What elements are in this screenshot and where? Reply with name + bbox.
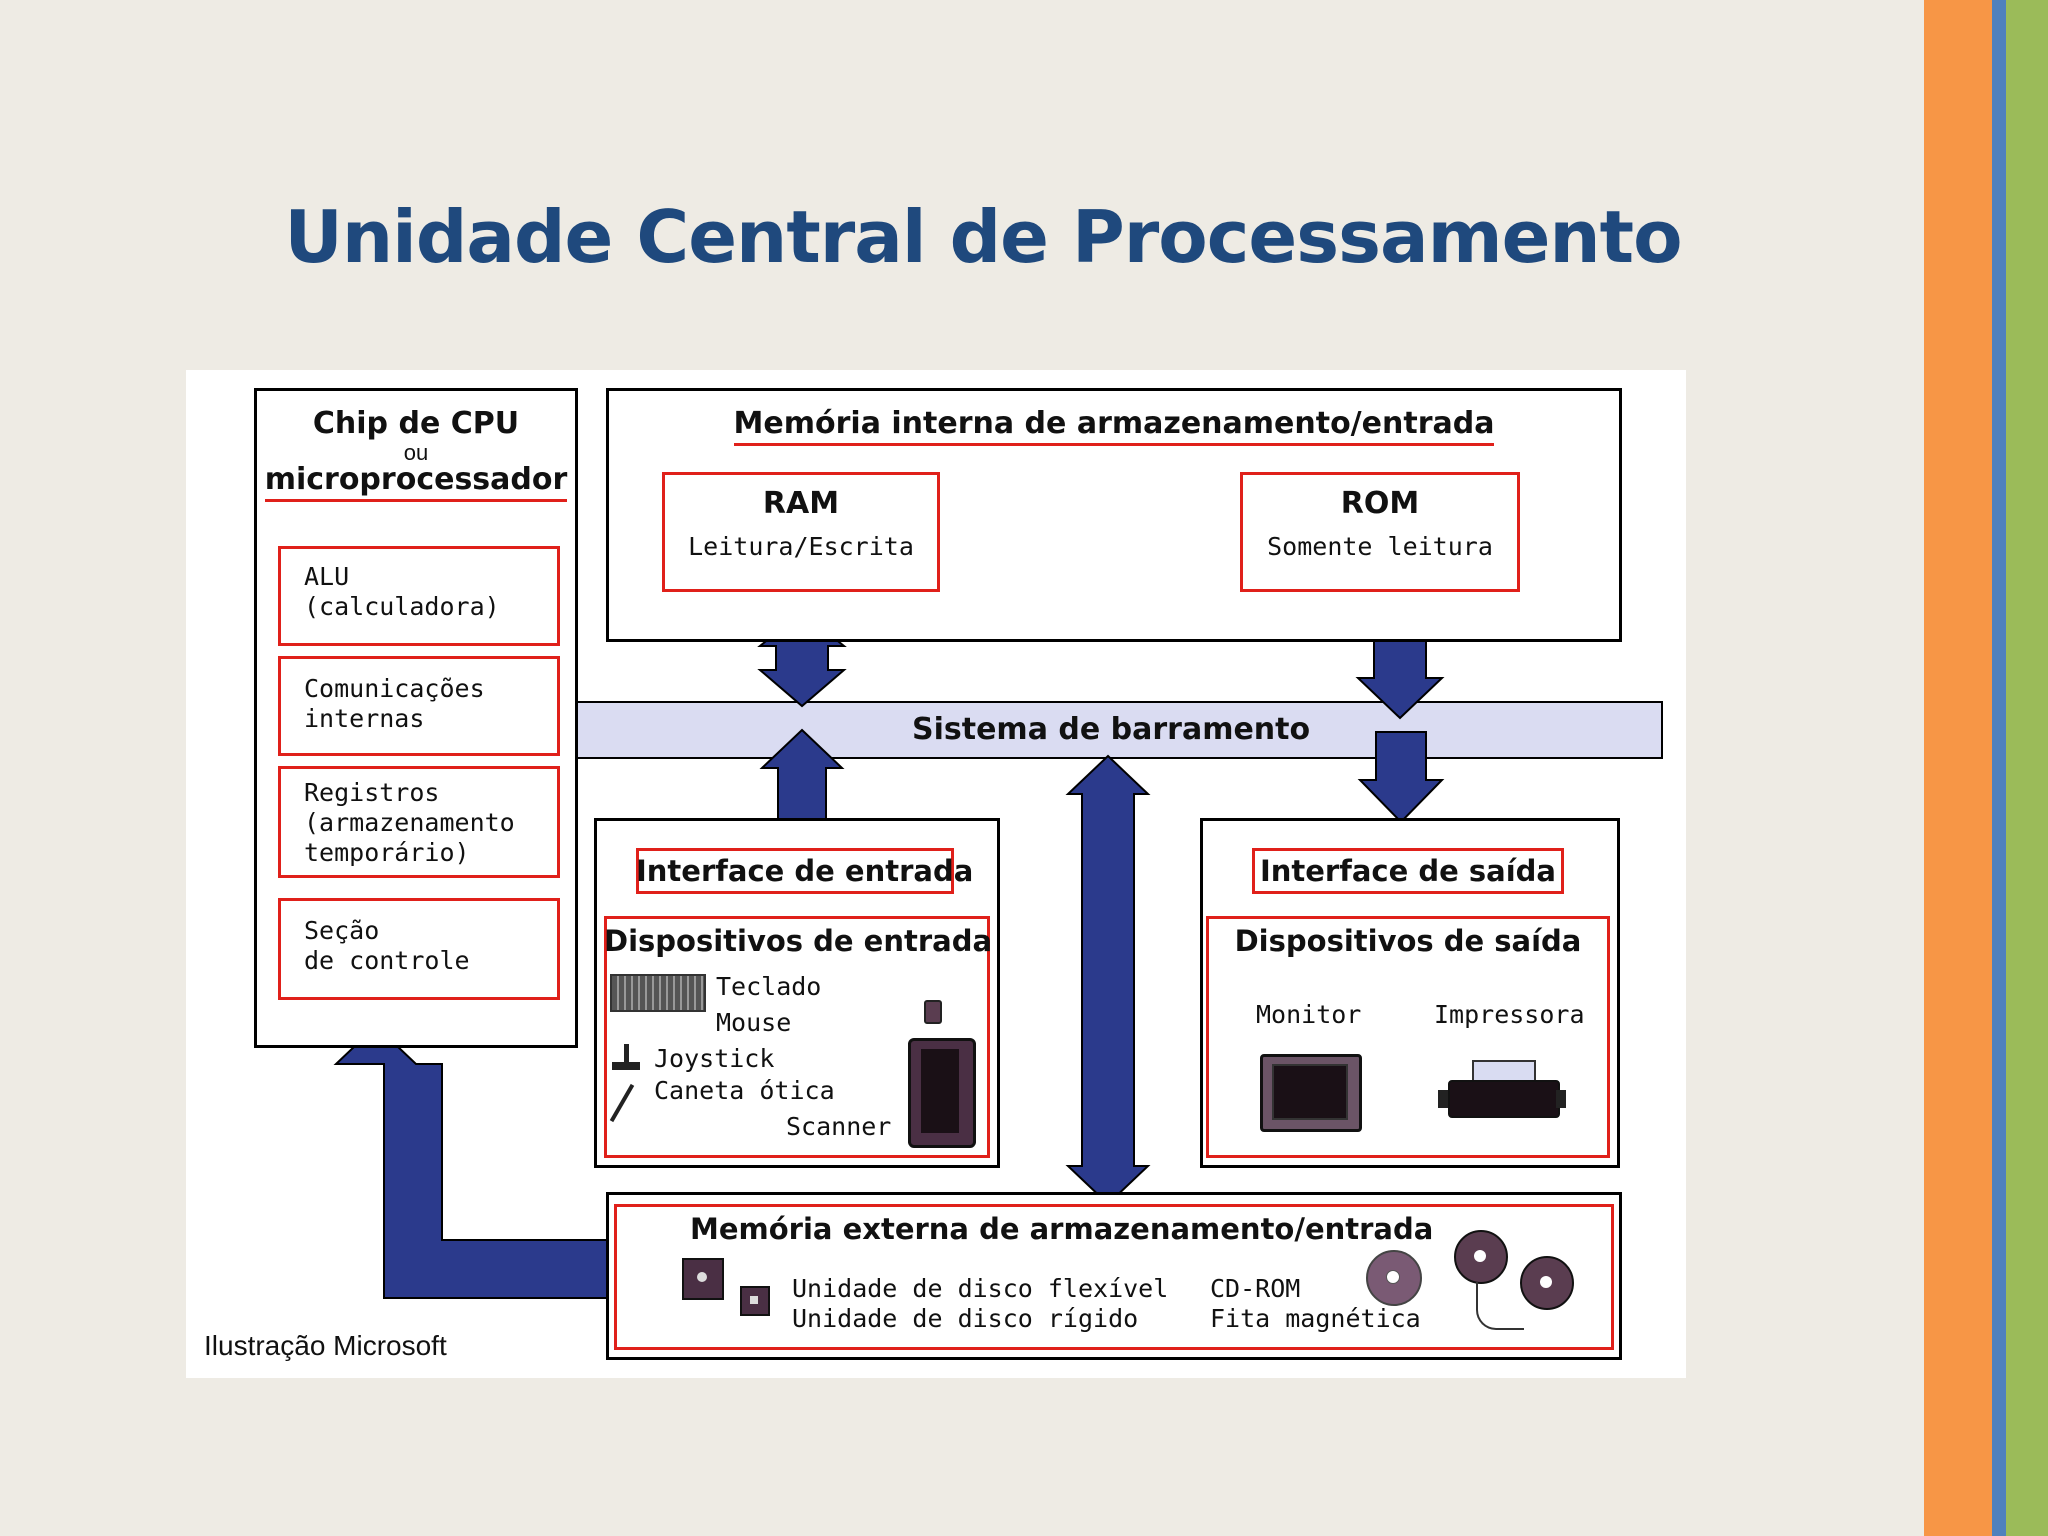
input-device-light-pen: Caneta ótica: [654, 1076, 835, 1105]
input-device-mouse: Mouse: [716, 1008, 792, 1037]
decor-stripe-blue: [1992, 0, 2006, 1536]
external-memory-title: Memória externa de armazenamento/entrada: [690, 1212, 1434, 1246]
control-line2: de controle: [304, 946, 470, 975]
external-bus-arrow: [1065, 754, 1151, 1206]
ram-box: [662, 472, 940, 592]
monitor-icon: [1260, 1054, 1362, 1132]
alu-line2: (calculadora): [304, 592, 500, 621]
alu-line1: ALU: [304, 562, 350, 591]
cpu-title-line2-text: microprocessador: [264, 462, 568, 502]
external-memory-inner-box: [614, 1204, 1614, 1350]
cpu-diagram: Chip de CPU ou microprocessador ALU (cal…: [186, 370, 1686, 1378]
external-item-tape: Fita magnética: [1210, 1304, 1421, 1333]
rom-title: ROM: [1340, 486, 1420, 521]
hard-disk-icon: [740, 1286, 770, 1316]
cpu-component-registers: [278, 766, 560, 878]
external-item-cdrom: CD-ROM: [1210, 1274, 1301, 1303]
output-devices-title: Dispositivos de saída: [1234, 924, 1582, 958]
mouse-icon: [924, 1000, 942, 1024]
external-cpu-arrow: [333, 1024, 631, 1299]
output-interface-title: Interface de saída: [1259, 854, 1557, 888]
comms-line2: internas: [304, 704, 425, 733]
comms-line1: Comunicações: [304, 674, 485, 703]
control-line1: Seção: [304, 916, 380, 945]
external-item-hard-disk: Unidade de disco rígido: [792, 1304, 1139, 1333]
output-bus-arrow: [1357, 731, 1445, 824]
input-interface-title-box: [636, 848, 954, 894]
cpu-title-line1: Chip de CPU: [312, 406, 520, 441]
cpu-title-or: ou: [403, 440, 429, 465]
registers-line1: Registros: [304, 778, 440, 807]
keyboard-icon: [610, 974, 706, 1012]
rom-box: [1240, 472, 1520, 592]
slide-title: Unidade Central de Processamento: [284, 195, 1682, 279]
output-device-monitor: Monitor: [1256, 1000, 1362, 1029]
input-interface-title: Interface de entrada: [636, 854, 974, 888]
floppy-disk-icon: [682, 1258, 724, 1300]
cpu-component-alu: [278, 546, 560, 646]
input-device-keyboard: Teclado: [716, 972, 822, 1001]
input-devices-title: Dispositivos de entrada: [604, 924, 993, 958]
cpu-title-line2: microprocessador: [254, 462, 578, 502]
bus-label: Sistema de barramento: [912, 712, 1311, 747]
rom-subtitle: Somente leitura: [1267, 532, 1493, 561]
internal-memory-title: Memória interna de armazenamento/entrada: [606, 406, 1622, 446]
credit-text: Ilustração Microsoft: [204, 1330, 447, 1361]
cpu-component-comms: [278, 656, 560, 756]
input-device-joystick: Joystick: [654, 1044, 775, 1073]
scanner-icon: [908, 1038, 976, 1148]
decor-stripe-orange: [1924, 0, 1992, 1536]
joystick-icon: [612, 1044, 640, 1070]
magnetic-tape-icon: [1454, 1230, 1578, 1338]
registers-line2: (armazenamento: [304, 808, 515, 837]
cpu-component-control: [278, 898, 560, 1000]
printer-icon: [1438, 1060, 1566, 1124]
registers-line3: temporário): [304, 838, 470, 867]
external-item-floppy: Unidade de disco flexível: [792, 1274, 1169, 1303]
output-device-printer: Impressora: [1434, 1000, 1585, 1029]
decor-stripe-green: [2006, 0, 2048, 1536]
ram-title: RAM: [762, 486, 840, 521]
internal-memory-title-text: Memória interna de armazenamento/entrada: [733, 406, 1495, 446]
output-interface-title-box: [1252, 848, 1564, 894]
ram-subtitle: Leitura/Escrita: [688, 532, 914, 561]
cd-rom-icon: [1366, 1250, 1422, 1306]
input-device-scanner: Scanner: [786, 1112, 892, 1141]
